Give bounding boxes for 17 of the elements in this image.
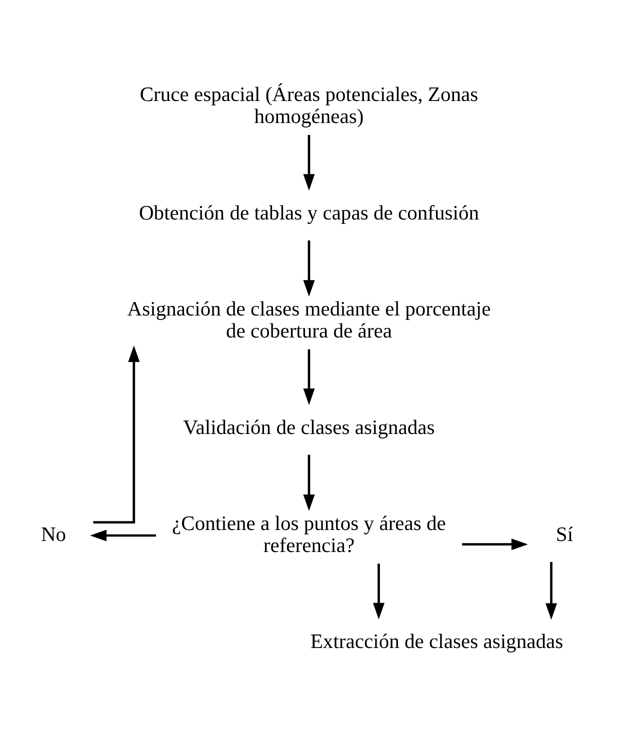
node-text: Sí: [556, 523, 574, 546]
arrow: [303, 240, 315, 296]
arrow: [546, 562, 558, 620]
arrow: [93, 345, 140, 523]
arrow: [372, 563, 385, 619]
arrow: [303, 134, 315, 190]
arrow: [303, 348, 315, 405]
node-text: ¿Contiene a los puntos y áreas de referencia?: [172, 512, 446, 556]
node-text: Obtención de tablas y capas de confusión: [138, 202, 480, 224]
node-text: Extracción de clases asignadas: [310, 630, 564, 653]
node-text: No: [40, 523, 66, 546]
arrow: [303, 454, 315, 511]
node-text: Asignación de clases mediante el porcentaje de cobertura de área: [127, 298, 491, 342]
arrow: [90, 529, 156, 541]
node-text: Cruce espacial (Áreas potenciales, Zonas homogéneas): [140, 84, 478, 128]
node-text: Validación de clases asignadas: [183, 416, 435, 438]
arrow: [462, 538, 528, 550]
